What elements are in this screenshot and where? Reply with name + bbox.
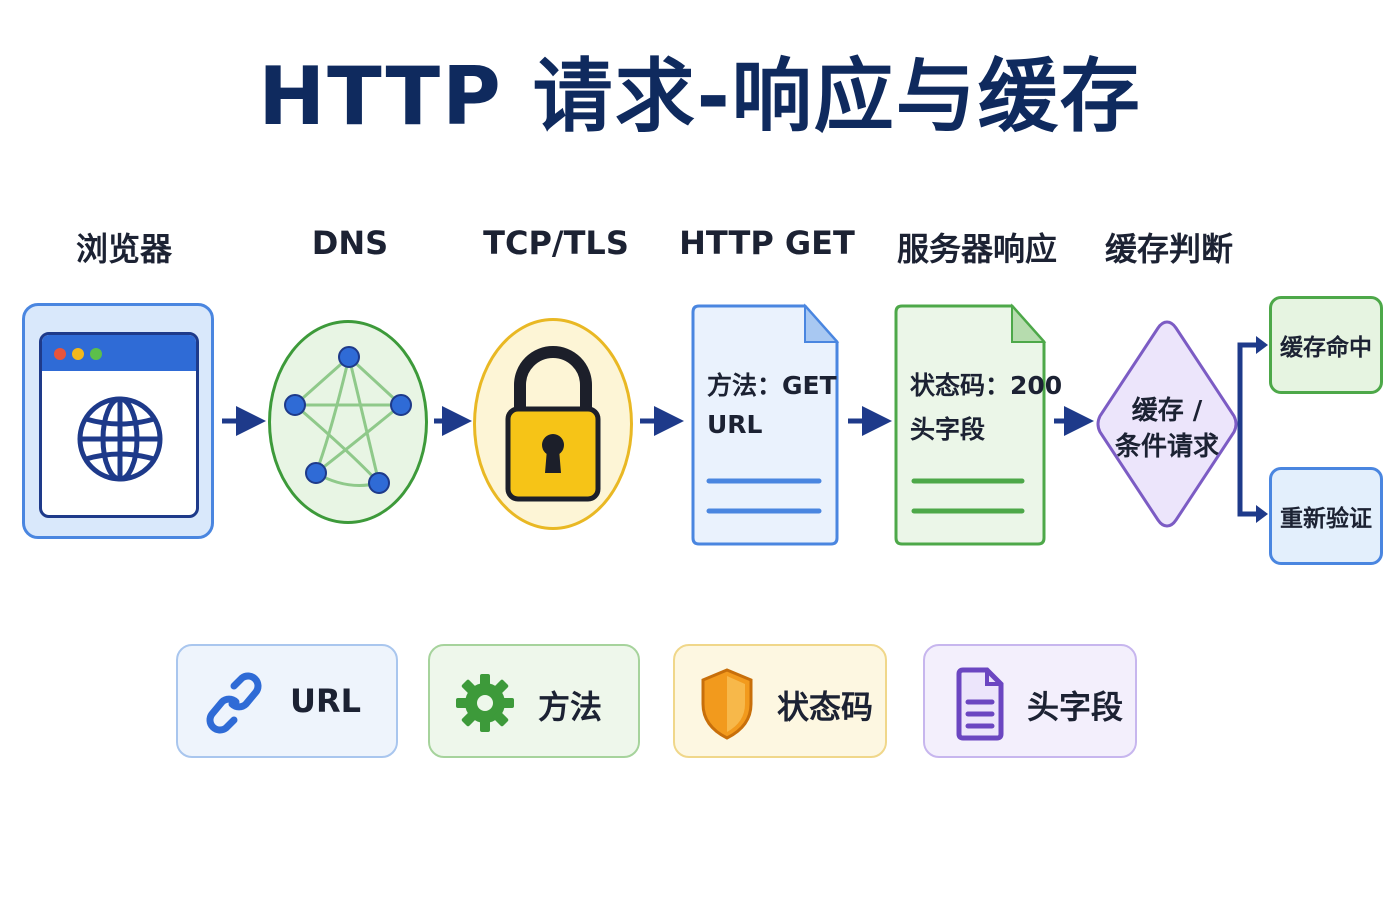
step-label-http-get: HTTP GET	[679, 224, 855, 262]
cache-hit-box: 缓存命中	[1269, 296, 1383, 394]
globe-icon	[77, 396, 163, 482]
legend-card-headers: 头字段	[923, 644, 1137, 758]
gear-icon	[456, 674, 514, 732]
close-dot-icon	[54, 348, 66, 360]
server-response-document: 状态码：200 头字段	[892, 302, 1062, 548]
document-icon	[894, 303, 1047, 546]
request-method-text: 方法：GET	[707, 371, 837, 400]
page-title: HTTP 请求-响应与缓存	[258, 50, 1142, 143]
arrow-to-cache-hit	[1256, 336, 1268, 354]
legend-card-url: URL	[176, 644, 398, 758]
document-icon	[691, 303, 840, 546]
cache-decision-node: 缓存 / 条件请求	[1094, 318, 1240, 530]
http-get-document: 方法：GET URL	[687, 302, 841, 548]
request-url-text: URL	[707, 410, 763, 439]
padlock-icon	[505, 346, 601, 502]
branch-line	[1237, 342, 1258, 517]
step-label-tcp-tls: TCP/TLS	[483, 224, 629, 262]
decision-line1: 缓存 /	[1131, 396, 1203, 426]
browser-titlebar	[42, 335, 196, 371]
link-icon	[206, 672, 262, 734]
shield-icon	[701, 668, 753, 740]
document-lines-icon	[956, 667, 1004, 741]
minimize-dot-icon	[72, 348, 84, 360]
legend-label-status: 状态码	[777, 688, 874, 726]
step-label-browser: 浏览器	[75, 230, 172, 268]
response-headers-text: 头字段	[910, 415, 986, 444]
maximize-dot-icon	[90, 348, 102, 360]
arrow-to-revalidate	[1256, 505, 1268, 523]
step-label-dns: DNS	[311, 224, 389, 262]
response-status-text: 状态码：200	[910, 371, 1063, 400]
legend-label-method: 方法	[538, 688, 603, 726]
dns-node	[268, 320, 428, 524]
legend-card-status: 状态码	[673, 644, 887, 758]
legend-card-method: 方法	[428, 644, 640, 758]
tcp-tls-node	[473, 318, 633, 530]
legend-label-headers: 头字段	[1027, 688, 1124, 726]
decision-line2: 条件请求	[1114, 432, 1219, 462]
network-graph-icon	[284, 346, 412, 494]
browser-window	[39, 332, 199, 518]
revalidate-box: 重新验证	[1269, 467, 1383, 565]
legend-label-url: URL	[290, 682, 362, 720]
browser-node	[22, 303, 214, 539]
step-label-server-response: 服务器响应	[896, 230, 1057, 268]
decision-diamond-icon	[1096, 320, 1238, 528]
step-label-cache-decision: 缓存判断	[1104, 230, 1233, 268]
